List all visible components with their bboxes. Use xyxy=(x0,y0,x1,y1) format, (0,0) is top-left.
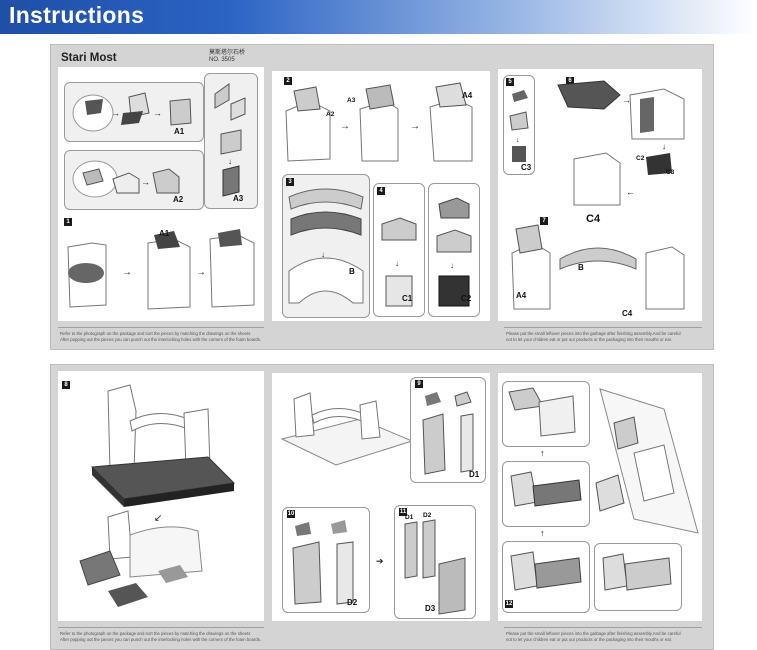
illustration-d3 xyxy=(395,506,475,618)
illustration-12c xyxy=(503,542,589,612)
label-a4: A4 xyxy=(462,91,472,100)
illustration-step-8: ↙ xyxy=(58,371,258,611)
illustration-c1: ↓ xyxy=(374,184,424,316)
label-a2: A2 xyxy=(173,195,183,204)
model-subtitle: 莫斯塔尔石桥 NO. 3505 xyxy=(209,50,245,64)
footer-rule-right-bottom xyxy=(504,627,702,628)
page-title: Instructions xyxy=(9,2,144,29)
illustration-d2 xyxy=(283,508,369,612)
footer-note-left-2: After popping out the pieces you can pun… xyxy=(60,337,261,343)
label-c4-step7: C4 xyxy=(622,309,632,318)
panel-step-8: 8 ↙ xyxy=(58,371,264,621)
illustration-a3: ↓ xyxy=(205,74,257,208)
box-step-12-c: 12 xyxy=(502,541,590,613)
label-c1: C1 xyxy=(402,294,412,303)
label-d3: D3 xyxy=(425,604,435,613)
label-c3: C3 xyxy=(521,163,531,172)
box-d2: 10 D2 xyxy=(282,507,370,613)
instructions-header: Instructions xyxy=(0,0,757,34)
label-a3: A3 xyxy=(233,194,243,203)
svg-text:→: → xyxy=(410,121,420,132)
illustration-12a xyxy=(503,382,589,446)
svg-text:→: → xyxy=(122,267,132,278)
svg-text:↓: ↓ xyxy=(228,157,232,166)
illustration-12b xyxy=(503,462,589,526)
box-c3: 5 ↓ C3 xyxy=(503,75,535,175)
svg-text:↓: ↓ xyxy=(450,261,454,270)
label-c2: C2 xyxy=(461,294,471,303)
footer-rule-left xyxy=(58,327,264,328)
illustration-step-2: → → xyxy=(280,81,490,161)
illustration-b: ↓ xyxy=(283,175,369,317)
box-b: 3 ↓ B xyxy=(282,174,370,318)
illustration-12-wall xyxy=(594,383,704,543)
illustration-step-6: → ← ↓ xyxy=(534,75,704,205)
box-step-12-d xyxy=(594,543,682,611)
model-number: NO. 3505 xyxy=(209,57,245,64)
label-d1: D1 xyxy=(469,470,479,479)
box-step-12-b xyxy=(502,461,590,527)
label-a3-step2: A3 xyxy=(347,97,355,104)
svg-text:→: → xyxy=(111,108,120,118)
svg-text:↓: ↓ xyxy=(321,250,325,259)
box-c1: 4 ↓ C1 xyxy=(373,183,425,317)
illustration-d1 xyxy=(411,378,485,482)
label-c3-step6: C3 xyxy=(666,169,674,176)
box-a3: ↓ A3 xyxy=(204,73,258,209)
label-b-step7: B xyxy=(578,263,584,272)
label-a4-step7: A4 xyxy=(516,291,526,300)
svg-text:→: → xyxy=(153,108,162,118)
model-name: Stari Most xyxy=(61,52,117,64)
label-d2: D2 xyxy=(347,598,357,607)
box-a1: → → A1 xyxy=(64,82,204,142)
label-b: B xyxy=(349,267,355,276)
illustration-12d xyxy=(595,544,681,610)
footer-note-right-2: not to let your children eat or put our … xyxy=(506,337,672,343)
instruction-sheet-bottom: 8 ↙ 9 xyxy=(50,364,714,650)
svg-text:→: → xyxy=(141,177,150,187)
label-d1-step11: D1 xyxy=(405,514,413,521)
panel-steps-a: → → A1 → A2 ↓ A3 1 xyxy=(58,67,264,321)
illustration-c3: ↓ xyxy=(504,76,534,174)
label-a2-step2: A2 xyxy=(326,111,334,118)
svg-text:↓: ↓ xyxy=(516,137,520,144)
instruction-sheet-top: Stari Most 莫斯塔尔石桥 NO. 3505 → → A1 xyxy=(50,44,714,350)
svg-text:↓: ↓ xyxy=(395,259,399,268)
label-a1: A1 xyxy=(174,127,184,136)
box-d1: 9 D1 xyxy=(410,377,486,483)
label-c2-step6: C2 xyxy=(636,155,644,162)
svg-text:←: ← xyxy=(626,187,635,197)
illustration-step-1: → → xyxy=(62,225,262,315)
illustration-step-9-base xyxy=(276,379,416,469)
svg-text:→: → xyxy=(622,95,631,105)
footer-note-left-2-bottom: After popping out the pieces you can pun… xyxy=(60,637,261,643)
svg-text:→: → xyxy=(196,267,206,278)
arrow-up-icon: ↑ xyxy=(540,449,545,458)
svg-text:↙: ↙ xyxy=(154,513,162,524)
svg-text:→: → xyxy=(340,121,350,132)
illustration-c2: ↓ xyxy=(429,184,479,316)
box-step-12-a xyxy=(502,381,590,447)
arrow-up-icon-2: ↑ xyxy=(540,529,545,538)
panel-steps-d: 9 D1 10 D2 ➔ 11 xyxy=(272,373,490,621)
box-a2: → A2 xyxy=(64,150,204,210)
arrow-right-icon: ➔ xyxy=(376,557,384,566)
panel-steps-c-final: 5 ↓ C3 6 → ← ↓ C2 C3 C4 7 xyxy=(498,69,702,321)
box-d3: 11 D1 D2 D3 xyxy=(394,505,476,619)
footer-rule-right xyxy=(504,327,702,328)
illustration-step-7 xyxy=(506,223,686,313)
label-a1-step1: A1 xyxy=(159,229,169,238)
footer-note-right-2-bottom: not to let your children eat or put our … xyxy=(506,637,672,643)
model-subtitle-cn: 莫斯塔尔石桥 xyxy=(209,50,245,57)
panel-steps-b-c: 2 → → A3 A2 A4 3 ↓ B 4 xyxy=(272,71,490,321)
label-d2-step11: D2 xyxy=(423,512,431,519)
panel-step-12: ↑ ↑ 12 xyxy=(498,373,702,621)
svg-text:↓: ↓ xyxy=(662,142,666,151)
footer-rule-left-bottom xyxy=(58,627,264,628)
box-c2: ↓ C2 xyxy=(428,183,480,317)
